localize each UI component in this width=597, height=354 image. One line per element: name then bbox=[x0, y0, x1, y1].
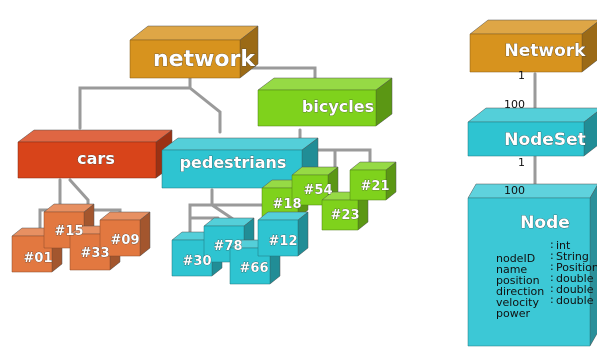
field-sep: : bbox=[550, 293, 554, 306]
field-name: power bbox=[496, 307, 530, 320]
multiplicity-bottom-1: 100 bbox=[504, 98, 525, 111]
bike-item-label: #18 bbox=[273, 197, 302, 212]
field-sep: : bbox=[550, 238, 554, 251]
ped-item-box-front bbox=[229, 247, 271, 285]
multiplicity-top-1: 1 bbox=[518, 69, 525, 82]
car-item-label: #01 bbox=[24, 251, 53, 266]
multiplicity-top-2: 1 bbox=[518, 156, 525, 169]
schema-nodeset-label: NodeSet bbox=[504, 130, 586, 150]
car-item-label: #09 bbox=[111, 233, 140, 248]
pedestrians-box-top bbox=[161, 137, 319, 151]
schema-nodeset-box-front bbox=[467, 121, 585, 157]
bike-item-box bbox=[349, 161, 397, 201]
cars-box-front bbox=[17, 141, 157, 179]
field-name: name bbox=[496, 263, 527, 276]
bicycles-label: bicycles bbox=[302, 97, 374, 116]
network-box-top bbox=[129, 25, 259, 41]
schema-network-box bbox=[469, 19, 597, 73]
ped-item-label: #66 bbox=[240, 261, 269, 276]
car-item-box bbox=[99, 211, 151, 257]
field-name: nodeID bbox=[496, 252, 535, 265]
multiplicity-bottom-2: 100 bbox=[504, 184, 525, 197]
schema-network-box-top bbox=[469, 19, 597, 35]
car-item-label: #15 bbox=[55, 224, 84, 239]
field-sep: : bbox=[550, 249, 554, 262]
network-box bbox=[129, 25, 259, 79]
ped-item-box-front bbox=[257, 219, 299, 257]
car-item-box-side bbox=[139, 211, 151, 257]
schema-network-label: Network bbox=[505, 41, 587, 61]
field-type: double bbox=[556, 294, 594, 307]
ped-item-label: #30 bbox=[183, 254, 212, 269]
schema-nodeset-box-top bbox=[467, 107, 597, 123]
schema-nodeset-box bbox=[467, 107, 597, 157]
bike-item-label: #21 bbox=[361, 179, 390, 194]
field-sep: : bbox=[550, 260, 554, 273]
schema-network-box-front bbox=[469, 33, 583, 73]
field-name: direction bbox=[496, 285, 544, 298]
field-name: velocity bbox=[496, 296, 539, 309]
field-type: int bbox=[556, 239, 571, 252]
ped-item-box-front bbox=[171, 239, 213, 277]
field-sep: : bbox=[550, 282, 554, 295]
ped-item-label: #78 bbox=[214, 239, 243, 254]
field-sep: : bbox=[550, 271, 554, 284]
cars-label: cars bbox=[77, 149, 115, 168]
ped-item-box-side bbox=[297, 211, 309, 257]
field-type: double bbox=[556, 272, 594, 285]
schema-node-box-front bbox=[467, 197, 591, 347]
car-item-box-front bbox=[99, 219, 141, 257]
bike-item-box-front bbox=[349, 169, 387, 201]
car-item-box-front bbox=[11, 235, 53, 273]
schema-node-box-top bbox=[467, 183, 597, 199]
field-type: Position bbox=[556, 261, 597, 274]
connector-network-pedestrians bbox=[188, 86, 222, 134]
connector-network-cars bbox=[78, 71, 192, 130]
ped-item-label: #12 bbox=[269, 234, 298, 249]
field-type: double bbox=[556, 283, 594, 296]
bicycles-box-front bbox=[257, 89, 377, 127]
bicycles-box bbox=[257, 77, 393, 127]
cars-box-top bbox=[17, 129, 173, 143]
bike-item-label: #54 bbox=[304, 183, 333, 198]
bike-item-label: #23 bbox=[331, 208, 360, 223]
boxes-layer bbox=[11, 19, 597, 347]
car-item-label: #33 bbox=[81, 246, 110, 261]
field-name: position bbox=[496, 274, 540, 287]
bike-item-box bbox=[321, 191, 369, 231]
node-fields: nodeID name position direction velocity … bbox=[496, 238, 597, 320]
network-label: network bbox=[153, 47, 256, 72]
network-box-front bbox=[129, 39, 241, 79]
schema-node-label: Node bbox=[520, 213, 570, 233]
bicycles-box-top bbox=[257, 77, 393, 91]
bike-item-box-front bbox=[321, 199, 359, 231]
cars-box bbox=[17, 129, 173, 179]
ped-item-box bbox=[257, 211, 309, 257]
pedestrians-label: pedestrians bbox=[180, 153, 287, 172]
field-type: String bbox=[556, 250, 589, 263]
schema-node-box bbox=[467, 183, 597, 347]
